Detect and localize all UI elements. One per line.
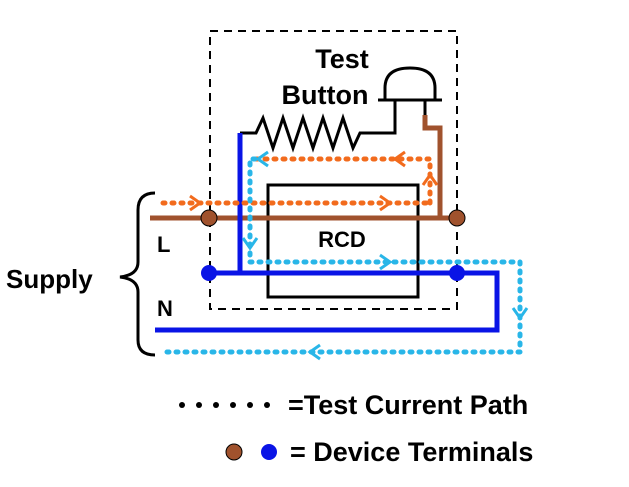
test-path-orange-arrows [189, 150, 439, 212]
legend-brown-terminal-icon [225, 443, 243, 461]
terminal-live-in [200, 209, 218, 227]
rcd-label: RCD [318, 227, 366, 252]
terminal-neutral-out [449, 265, 465, 281]
test-path-blue [160, 156, 523, 355]
test-button-live-wire [422, 115, 443, 217]
test-button-label-line1: Test [315, 44, 369, 74]
test-button-label-line2: Button [282, 80, 369, 110]
test-button-icon [378, 66, 442, 115]
supply-label: Supply [6, 264, 93, 294]
test-path-blue-arrows [241, 150, 529, 361]
terminal-neutral-in [201, 265, 217, 281]
neutral-wire-loop [155, 270, 500, 333]
legend-blue-terminal-icon [261, 444, 277, 460]
resistor-icon [240, 113, 397, 153]
legend-test-path-label: =Test Current Path [288, 390, 528, 420]
legend-terminals-label: = Device Terminals [290, 437, 533, 467]
live-label: L [157, 232, 170, 257]
rcd-box [266, 183, 420, 299]
neutral-label: N [157, 296, 173, 321]
legend-dots-icon [179, 402, 270, 408]
test-path-orange [160, 156, 433, 206]
supply-brace [119, 191, 156, 357]
device-enclosure [209, 30, 458, 310]
terminal-live-out [448, 209, 466, 227]
